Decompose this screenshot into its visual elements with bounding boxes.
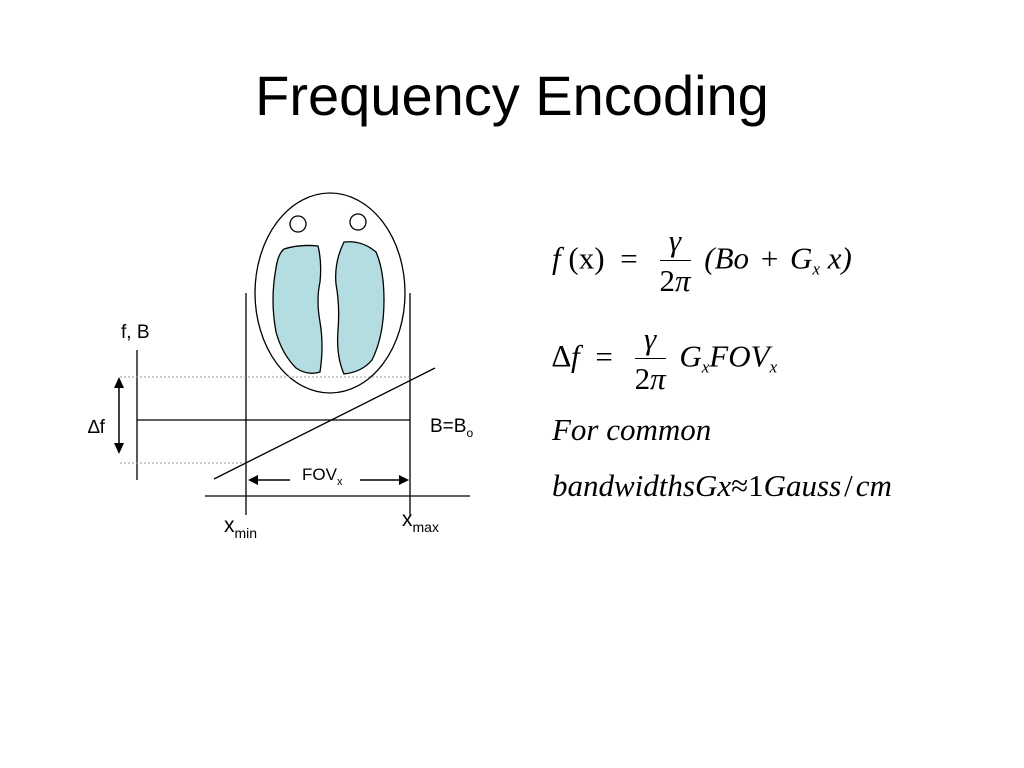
left-brain-lobe bbox=[272, 244, 323, 374]
left-ear bbox=[289, 215, 307, 233]
equation-frequency: f (x) = γ 2π (Bo + Gx x) bbox=[552, 222, 852, 301]
eq2-equals: = bbox=[595, 338, 613, 374]
line4-a: bandwidthsGx bbox=[552, 468, 732, 503]
b0-label: B=Bo bbox=[430, 416, 473, 440]
eq1-plus: + bbox=[760, 240, 779, 276]
xmax-label: xmax bbox=[402, 508, 439, 535]
bandwidth-statement: bandwidthsGx≈1Gauss/cm bbox=[552, 468, 892, 504]
line4-one: 1 bbox=[748, 468, 764, 503]
delta-f-arrow bbox=[114, 377, 124, 454]
eq1-denominator: 2π bbox=[659, 263, 691, 298]
eq1-g: G bbox=[790, 240, 813, 276]
eq2-g: G bbox=[679, 338, 702, 374]
fov-arrow bbox=[248, 475, 409, 485]
f-b-axis-label: f, B bbox=[121, 322, 150, 343]
eq1-equals: = bbox=[620, 240, 638, 276]
eq1-rhs-open: (Bo bbox=[704, 240, 750, 276]
eq2-fov-sub: x bbox=[769, 357, 778, 377]
for-common-text: For common bbox=[552, 412, 712, 447]
gradient-line bbox=[213, 367, 436, 480]
eq1-fraction: γ 2π bbox=[659, 222, 691, 301]
eq1-lhs-arg: (x) bbox=[568, 240, 605, 276]
right-brain-lobe bbox=[335, 241, 385, 375]
eq2-delta: ∆ bbox=[552, 338, 571, 374]
line4-slash: / bbox=[844, 468, 853, 503]
line4-approx: ≈ bbox=[731, 468, 749, 503]
right-ear bbox=[349, 213, 367, 231]
fov-label: FOVx bbox=[302, 465, 343, 488]
eq2-numerator: γ bbox=[634, 320, 666, 359]
eq1-rhs-close: x) bbox=[827, 240, 852, 276]
eq2-denominator: 2π bbox=[634, 361, 666, 396]
eq1-lhs: f bbox=[552, 240, 561, 276]
eq2-fraction: γ 2π bbox=[634, 320, 666, 399]
xmin-label: xmin bbox=[224, 514, 257, 541]
eq2-fov: FOV bbox=[709, 338, 770, 374]
head-phantom bbox=[254, 192, 406, 394]
eq1-numerator: γ bbox=[659, 222, 691, 261]
eq2-f: f bbox=[570, 338, 580, 374]
eq1-g-sub: x bbox=[812, 259, 820, 279]
line4-c: cm bbox=[855, 468, 892, 503]
equation-bandwidth: ∆f = γ 2π GxFOVx bbox=[552, 320, 777, 399]
delta-f-label: ∆f bbox=[88, 417, 106, 438]
slide-title: Frequency Encoding bbox=[255, 64, 769, 127]
line4-b: Gauss bbox=[763, 468, 842, 503]
eq2-g-sub: x bbox=[701, 357, 710, 377]
